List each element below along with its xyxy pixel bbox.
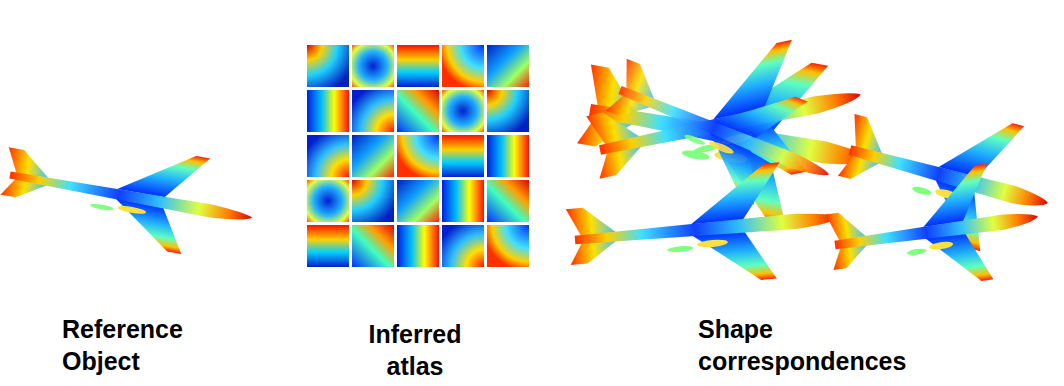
atlas-patch [352,90,394,132]
atlas-patch [442,90,484,132]
atlas-patch [397,45,439,87]
atlas-patch [397,135,439,177]
atlas-patch [352,225,394,267]
atlas-patch [352,135,394,177]
panel-caption: Shape correspondences [698,313,978,377]
atlas-patch [487,135,529,177]
atlas-patch [307,90,349,132]
atlas-patch [487,45,529,87]
panel-caption: Inferred atlas [350,318,480,382]
atlas-patch [352,45,394,87]
atlas-patch [352,180,394,222]
airplane [594,33,851,227]
atlas-patch [487,90,529,132]
atlas-patch [307,180,349,222]
panel-caption: Reference Object [62,313,212,377]
atlas-patch [397,90,439,132]
atlas-patch [307,45,349,87]
atlas-patch [397,180,439,222]
atlas-patch [487,225,529,267]
atlas-patch [442,225,484,267]
atlas-grid [307,45,529,267]
atlas-patch [307,135,349,177]
reference-airplane [0,124,261,265]
atlas-patch [487,180,529,222]
airplane [563,157,845,296]
atlas-patch [442,180,484,222]
atlas-patch [442,45,484,87]
atlas-patch [397,225,439,267]
airplane [822,158,1046,302]
atlas-patch [442,135,484,177]
atlas-patch [307,225,349,267]
